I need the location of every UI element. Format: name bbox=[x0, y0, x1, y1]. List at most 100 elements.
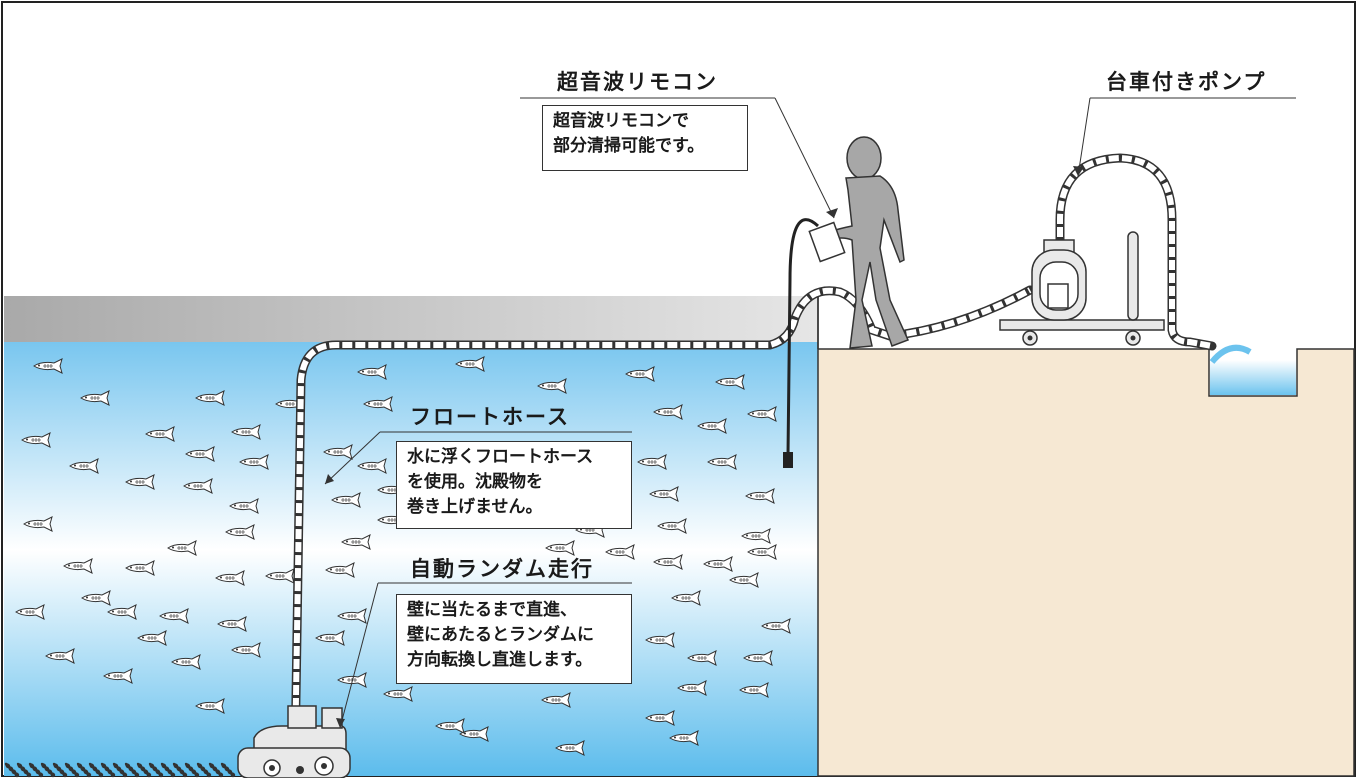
fish-icon bbox=[341, 534, 371, 550]
fish-icon bbox=[337, 608, 367, 624]
fish-icon bbox=[107, 604, 137, 620]
fish-icon bbox=[745, 488, 775, 504]
leader-lines bbox=[324, 97, 1296, 729]
hose-title: フロートホース bbox=[410, 405, 570, 429]
outlet-water bbox=[1210, 360, 1296, 395]
remote-control-icon bbox=[808, 221, 846, 263]
fish-icon bbox=[653, 404, 683, 420]
pump-title: 台車付きポンプ bbox=[1106, 70, 1267, 94]
fish-icon bbox=[671, 590, 701, 606]
fish-icon bbox=[625, 366, 655, 382]
remote-desc-line: 超音波リモコンで bbox=[553, 111, 689, 131]
fish-icon bbox=[323, 444, 353, 460]
fish-icon bbox=[21, 432, 51, 448]
fish-icon bbox=[15, 604, 45, 620]
fish-icon bbox=[225, 524, 255, 540]
fish-icon bbox=[741, 528, 771, 544]
remote-description-box: 超音波リモコンで 部分清掃可能です。 bbox=[542, 105, 748, 171]
hose-desc-line: 水に浮くフロートホース bbox=[407, 447, 594, 467]
fish-icon bbox=[137, 630, 167, 646]
fish-icon bbox=[315, 630, 345, 646]
hose-description-box: 水に浮くフロートホース を使用。沈殿物を 巻き上げません。 bbox=[396, 441, 632, 529]
fish-icon bbox=[337, 672, 367, 688]
fish-icon bbox=[687, 650, 717, 666]
fish-icon bbox=[363, 396, 393, 412]
float-hose bbox=[290, 285, 1035, 765]
fish-icon bbox=[167, 540, 197, 556]
fish-icon bbox=[657, 518, 687, 534]
fish-icon bbox=[195, 698, 225, 714]
leader-arrowheads bbox=[325, 166, 1084, 728]
fish-icon bbox=[605, 544, 635, 560]
fish-icon bbox=[239, 454, 269, 470]
fish-icon bbox=[357, 364, 387, 380]
drive-desc-line: 壁にあたるとランダムに bbox=[407, 625, 594, 645]
fish-icon bbox=[729, 572, 759, 588]
fish-icon bbox=[171, 654, 201, 670]
fish-icon bbox=[739, 682, 769, 698]
hose-desc-line: を使用。沈殿物を bbox=[407, 472, 543, 492]
remote-cable bbox=[786, 218, 820, 456]
drive-desc-line: 方向転換し直進します。 bbox=[407, 650, 593, 670]
fish-icon bbox=[703, 556, 733, 572]
hose-desc-line: 巻き上げません。 bbox=[407, 497, 543, 517]
fish-icon bbox=[637, 454, 667, 470]
pool-water bbox=[4, 342, 818, 776]
pump-outlet-hose bbox=[1055, 153, 1217, 351]
fish-icon bbox=[231, 642, 261, 658]
fish-icon bbox=[217, 616, 247, 632]
drive-title: 自動ランダム走行 bbox=[410, 557, 594, 581]
operator-figure bbox=[783, 136, 910, 468]
fish-icon bbox=[125, 474, 155, 490]
fish-icon bbox=[743, 650, 773, 666]
fish-icon bbox=[707, 454, 737, 470]
fish-icon bbox=[265, 568, 295, 584]
fish-icon bbox=[159, 608, 189, 624]
sediment bbox=[4, 762, 236, 778]
fish-icon bbox=[537, 378, 567, 394]
fish-icon bbox=[747, 544, 777, 560]
fish-icon bbox=[649, 486, 679, 502]
remote-title: 超音波リモコン bbox=[557, 70, 718, 94]
fish-icon bbox=[555, 740, 585, 756]
fish-icon bbox=[33, 358, 63, 374]
cleaning-robot-icon bbox=[237, 705, 351, 778]
fish-icon bbox=[331, 492, 361, 508]
drive-desc-line: 壁に当たるまで直進、 bbox=[407, 600, 577, 620]
outlet-splash bbox=[1209, 344, 1252, 364]
fish-icon bbox=[145, 426, 175, 442]
fish-icon bbox=[215, 570, 245, 586]
fish-icon bbox=[125, 560, 155, 576]
ground bbox=[817, 296, 1355, 777]
fish-icon bbox=[715, 374, 745, 390]
fish-icon bbox=[45, 648, 75, 664]
fish-icon bbox=[325, 562, 355, 578]
fish-icon bbox=[747, 406, 777, 422]
fish-icon bbox=[761, 618, 791, 634]
fish-icon bbox=[185, 446, 215, 462]
fish-icon bbox=[183, 478, 213, 494]
remote-desc-line: 部分清掃可能です。 bbox=[553, 136, 705, 156]
fish-icon bbox=[81, 590, 111, 606]
fish-icon bbox=[697, 418, 727, 434]
drive-description-box: 壁に当たるまで直進、 壁にあたるとランダムに 方向転換し直進します。 bbox=[396, 594, 632, 684]
fish-icon bbox=[645, 632, 675, 648]
fish-icon bbox=[69, 458, 99, 474]
fish-icon bbox=[80, 390, 110, 406]
fish-icon bbox=[103, 668, 133, 684]
fish-icon bbox=[229, 498, 259, 514]
fish-icon bbox=[653, 554, 683, 570]
fish-icon bbox=[455, 356, 485, 372]
fish-icon bbox=[545, 540, 575, 556]
fish-icon bbox=[357, 458, 387, 474]
fish-icon bbox=[459, 726, 489, 742]
pool-back-wall bbox=[4, 296, 818, 342]
cart-pump bbox=[999, 231, 1165, 346]
fish-icon bbox=[669, 730, 699, 746]
fish-icon bbox=[195, 390, 225, 406]
fish-icon bbox=[677, 680, 707, 696]
fish-icon bbox=[383, 686, 413, 702]
fish-icon bbox=[645, 710, 675, 726]
fish-icon bbox=[435, 718, 465, 734]
